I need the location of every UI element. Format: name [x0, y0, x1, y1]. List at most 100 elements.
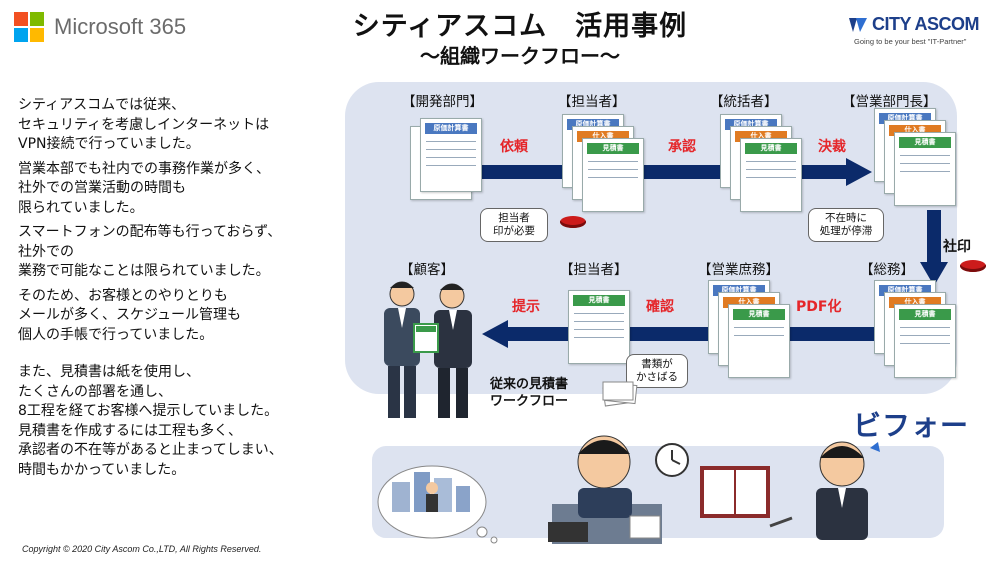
planner-notebook-icon — [700, 466, 793, 528]
doc-stack-dev: 原価計算書 — [402, 114, 490, 210]
bubble-absent-stall: 不在時に 処理が停滞 — [808, 208, 884, 242]
text-line: 8工程を経てお客様へ提示していました。 — [18, 403, 279, 419]
paragraph-1: シティアスコムでは従来、 セキュリティを考慮しインターネットは VPN接続で行っ… — [18, 96, 338, 155]
text-line: 営業本部でも社内での事務作業が多く、 — [18, 160, 270, 177]
role-customer: 【顧客】 — [400, 262, 454, 278]
doc-header: 見積書 — [899, 309, 951, 320]
text-line: メールが多く、スケジュール管理も — [18, 307, 242, 323]
flow-label-line-1: 従来の見積書 — [490, 377, 569, 392]
doc-header: 原価計算書 — [425, 123, 477, 134]
doc-header: 原価計算書 — [879, 113, 931, 124]
doc-header: 見積書 — [573, 295, 625, 306]
flow-label-line-2: ワークフロー — [490, 394, 569, 409]
doc-header: 原価計算書 — [567, 119, 619, 130]
microsoft-365-logo: Microsoft 365 — [14, 12, 186, 42]
page-title: シティアスコム 活用事例 — [352, 11, 688, 42]
hanko-stamp-icon — [560, 216, 586, 228]
action-pdf: PDF化 — [796, 299, 842, 315]
ca-tagline: Going to be your best "IT-Partner" — [854, 37, 967, 46]
role-general-affairs: 【総務】 — [860, 262, 914, 278]
flow-arrow-bottom-head — [482, 320, 508, 348]
document: 原価計算書 — [420, 118, 482, 192]
paper-pile-icon — [602, 381, 638, 407]
page-subtitle: ～組織ワークフロー～ — [420, 44, 620, 68]
doc-header: 見積書 — [745, 143, 797, 154]
busy-office-illustration — [377, 435, 880, 544]
doc-stack-sales-admin: 原価計算書 仕入書 見積書 — [706, 280, 794, 378]
before-label: ビフォー — [853, 409, 970, 442]
text-line: 承認者の不在等があると止まってしまい、 — [18, 442, 283, 458]
role-supervisor: 【統括者】 — [710, 94, 778, 110]
business-meeting-illustration — [384, 281, 472, 418]
role-sales-admin: 【営業庶務】 — [698, 262, 779, 278]
text-line: 個人の手帳で行っていました。 — [18, 326, 214, 343]
role-sales-head: 【営業部門長】 — [842, 94, 937, 110]
text-line: 見積書を作成するには工程も多く、 — [18, 422, 242, 439]
text-line: また、見積書は紙を使用し、 — [18, 364, 200, 380]
copyright: Copyright © 2020 City Ascom Co.,LTD, All… — [22, 544, 262, 554]
document: 見積書 — [582, 138, 644, 212]
text-line: 社外での — [18, 243, 74, 260]
doc-stack-staff-top: 原価計算書 仕入書 見積書 — [560, 114, 648, 212]
ms-logo-text: Microsoft 365 — [54, 14, 187, 39]
worried-man-icon — [816, 441, 880, 540]
thought-cloud-icon — [377, 465, 498, 544]
paragraph-5: また、見積書は紙を使用し、 たくさんの部署を通し、 8工程を経てお客様へ提示して… — [18, 363, 338, 480]
document: 見積書 — [894, 304, 956, 378]
flow-label: 従来の見積書 ワークフロー — [490, 376, 568, 410]
doc-stack-staff-bottom: 見積書 — [560, 286, 648, 382]
document: 見積書 — [568, 290, 630, 364]
clock-icon — [655, 443, 689, 477]
role-staff-bottom: 【担当者】 — [560, 262, 628, 278]
paragraph-4: そのため、お客様とのやりとりも メールが多く、スケジュール管理も 個人の手帳で行… — [18, 287, 338, 346]
document: 見積書 — [728, 304, 790, 378]
doc-header: 原価計算書 — [879, 285, 931, 296]
doc-header: 仕入書 — [723, 297, 775, 308]
text-line: 業務で可能なことは限られていました。 — [18, 263, 270, 279]
document: 見積書 — [894, 132, 956, 206]
document: 見積書 — [740, 138, 802, 212]
action-decide: 決裁 — [818, 139, 846, 155]
doc-header: 仕入書 — [889, 297, 941, 308]
text-line: 社外での営業活動の時間も — [18, 180, 186, 196]
doc-header: 仕入書 — [577, 131, 629, 142]
doc-stack-sales-head: 原価計算書 仕入書 見積書 — [872, 108, 960, 206]
busy-worker-icon — [548, 435, 662, 544]
flow-arrow-top-head — [846, 158, 872, 186]
role-staff-top: 【担当者】 — [558, 94, 626, 110]
action-confirm: 確認 — [646, 299, 674, 315]
doc-header: 仕入書 — [889, 125, 941, 136]
microsoft-windows-icon — [14, 12, 44, 42]
doc-header: 見積書 — [899, 137, 951, 148]
doc-header: 原価計算書 — [713, 285, 765, 296]
city-ascom-logo: CITY ASCOM Going to be your best "IT-Par… — [848, 14, 993, 46]
company-seal-stamp-icon — [960, 260, 986, 272]
paragraph-2: 営業本部でも社内での事務作業が多く、 社外での営業活動の時間も 限られていました… — [18, 160, 338, 219]
text-line: VPN接続で行っていました。 — [18, 136, 200, 152]
text-line: セキュリティを考慮しインターネットは — [18, 116, 270, 133]
city-ascom-mark-icon — [849, 17, 867, 32]
doc-stack-general-affairs: 原価計算書 仕入書 見積書 — [872, 280, 960, 378]
flow-arrow-down-head — [920, 262, 948, 286]
text-line: スマートフォンの配布等も行っておらず、 — [18, 224, 282, 240]
text-line: シティアスコムでは従来、 — [18, 97, 186, 113]
action-approve: 承認 — [668, 139, 696, 155]
bubble-bulky-docs: 書類が かさばる — [626, 354, 688, 388]
doc-header: 見積書 — [587, 143, 639, 154]
action-company-seal: 社印 — [943, 239, 971, 255]
role-dev-dept: 【開発部門】 — [402, 94, 483, 110]
ca-logo-text: CITY ASCOM — [872, 14, 980, 34]
text-line: 限られていました。 — [18, 199, 144, 216]
text-line: たくさんの部署を通し、 — [18, 383, 172, 400]
bubble-stamp-required: 担当者 印が必要 — [480, 208, 548, 242]
doc-header: 見積書 — [733, 309, 785, 320]
text-line: そのため、お客様とのやりとりも — [18, 287, 228, 304]
doc-header: 仕入書 — [735, 131, 787, 142]
doc-stack-supervisor: 原価計算書 仕入書 見積書 — [718, 114, 806, 212]
paragraph-3: スマートフォンの配布等も行っておらず、 社外での 業務で可能なことは限られていま… — [18, 223, 338, 282]
doc-header: 原価計算書 — [725, 119, 777, 130]
action-present: 提示 — [512, 299, 540, 315]
text-line: 時間もかかっていました。 — [18, 461, 186, 478]
description-text: シティアスコムでは従来、 セキュリティを考慮しインターネットは VPN接続で行っ… — [18, 96, 338, 485]
action-request: 依頼 — [500, 139, 528, 155]
